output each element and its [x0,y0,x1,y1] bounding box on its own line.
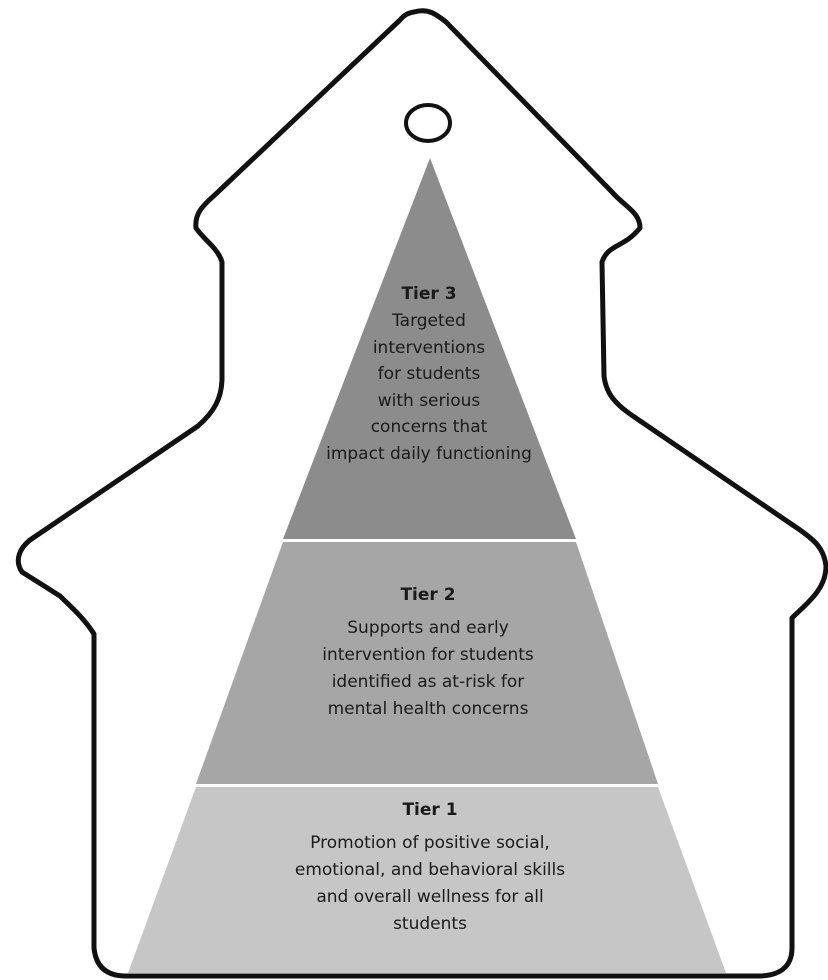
tier-1-band [128,787,726,973]
tier-3-description: Targeted interventions for students with… [326,311,532,464]
tier-1-label-group: Tier 1 Promotion of positive social, emo… [180,800,680,938]
tier-3-title: Tier 3 [401,284,457,304]
tier-2-title: Tier 2 [400,585,456,605]
tier-2-label-group: Tier 2 Supports and early intervention f… [238,585,618,723]
tier-3-label-group: Tier 3 Targeted interventions for studen… [290,284,568,467]
tier-1-title: Tier 1 [402,800,458,820]
tier-2-band [196,542,658,784]
tier-3-band [283,158,576,539]
tier-1-description: Promotion of positive social, emotional,… [294,833,566,934]
bell-circle [404,103,452,143]
tier-2-description: Supports and early intervention for stud… [322,618,534,719]
schoolhouse-outline [15,8,828,979]
